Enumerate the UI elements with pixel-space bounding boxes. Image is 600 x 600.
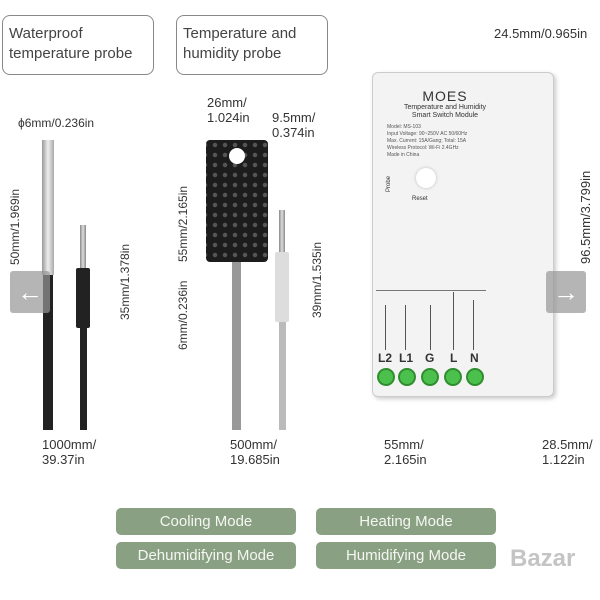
wire xyxy=(405,305,406,350)
carousel-prev-button[interactable]: ← xyxy=(10,271,50,313)
th-depth: 9.5mm/0.374in xyxy=(272,110,316,140)
terminal xyxy=(377,368,395,386)
module-height-dim: 96.5mm/3.799in xyxy=(578,170,593,264)
th-probe-hole xyxy=(229,148,245,164)
terminal-label: L1 xyxy=(399,351,414,365)
jack2 xyxy=(279,210,285,255)
jack1-body xyxy=(76,268,90,328)
probe-port-label: Probe xyxy=(386,175,392,192)
th-neck: 6mm/0.236in xyxy=(176,280,190,350)
carousel-next-button[interactable]: → xyxy=(546,271,586,313)
module-depth-dim: 28.5mm/1.122in xyxy=(542,437,593,467)
heating-mode-label: Heating Mode xyxy=(316,508,496,535)
terminal-label: L xyxy=(450,351,458,365)
callout-th-probe: Temperature and humidity probe xyxy=(176,15,328,75)
jack2-body xyxy=(275,252,289,322)
jack1-cable xyxy=(80,328,87,430)
module-brand: MOES xyxy=(422,88,468,104)
arrow-right-icon: → xyxy=(553,276,579,307)
callout-waterproof-probe: Waterproof temperature probe xyxy=(2,15,154,75)
smart-switch-module xyxy=(372,72,554,397)
arrow-left-icon: ← xyxy=(17,276,43,307)
terminal-label: L2 xyxy=(378,351,393,365)
probe1-length: 50mm/1.969in xyxy=(8,188,22,265)
wire xyxy=(473,300,474,350)
wire xyxy=(385,305,386,350)
module-wiring-area xyxy=(376,290,486,355)
watermark: Bazar xyxy=(510,545,576,572)
humidifying-mode-label: Humidifying Mode xyxy=(316,542,496,569)
probe1-diameter: ϕ6mm/0.236in xyxy=(18,116,95,130)
terminal xyxy=(466,368,484,386)
wire xyxy=(430,305,431,350)
th-width: 26mm/1.024in xyxy=(207,95,250,125)
reset-label: Reset xyxy=(412,196,428,202)
wire xyxy=(453,292,454,350)
terminal-label: N xyxy=(470,351,479,365)
terminal-label: G xyxy=(425,351,435,365)
th-height: 55mm/2.165in xyxy=(176,185,190,262)
cable2-length: 500mm/19.685in xyxy=(230,437,280,467)
cable1-length: 1000mm/39.37in xyxy=(42,437,97,467)
jack1-length: 35mm/1.378in xyxy=(118,243,132,320)
probe1-tube xyxy=(42,140,54,275)
terminal xyxy=(444,368,462,386)
jack1 xyxy=(80,225,86,270)
module-width-dim: 55mm/2.165in xyxy=(384,437,427,467)
probe1-cable xyxy=(43,275,53,430)
th-cable xyxy=(232,262,241,430)
terminal xyxy=(398,368,416,386)
jack2-length: 39mm/1.535in xyxy=(310,241,324,318)
jack2-cable xyxy=(279,322,286,430)
reset-button xyxy=(416,168,436,188)
dehumidifying-mode-label: Dehumidifying Mode xyxy=(116,542,296,569)
cooling-mode-label: Cooling Mode xyxy=(116,508,296,535)
terminal xyxy=(421,368,439,386)
module-top-dim: 24.5mm/0.965in xyxy=(494,26,588,41)
